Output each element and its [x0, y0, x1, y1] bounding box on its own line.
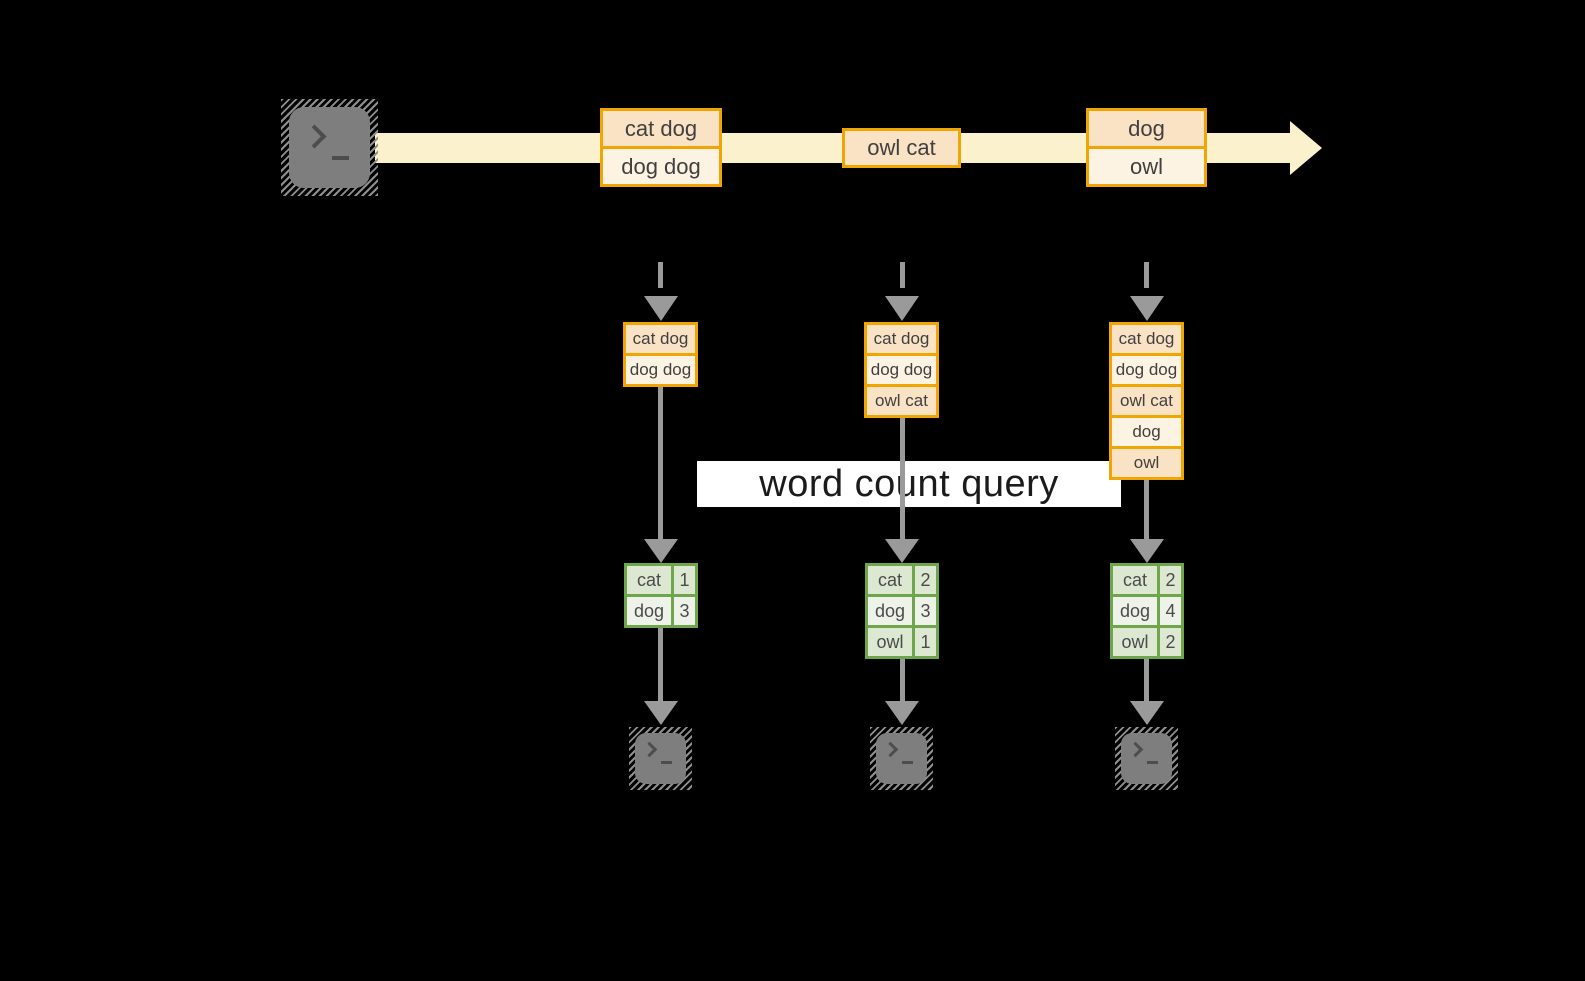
sink-terminal-3-icon: [1115, 727, 1178, 790]
count-value-cell: 2: [915, 566, 936, 594]
stream-batch-1: cat dog dog dog: [600, 108, 722, 187]
ingest-arrow-dash-1: [658, 262, 663, 288]
prompt-chevron-icon: [641, 741, 658, 758]
output-arrow-line-3: [1144, 659, 1149, 703]
count-table-3: cat 2 dog 4 owl 2: [1110, 563, 1184, 659]
count-table-1: cat 1 dog 3: [624, 563, 698, 628]
stream-timeline-arrowhead-icon: [1290, 121, 1322, 175]
prompt-cursor-icon: [1147, 761, 1158, 764]
prompt-cursor-icon: [332, 156, 349, 160]
count-word-cell: cat: [1113, 566, 1157, 594]
sink-terminal-2-icon: [870, 727, 933, 790]
count-value-cell: 2: [1160, 628, 1181, 656]
output-arrowhead-3-icon: [1130, 701, 1164, 725]
state-row: cat dog: [626, 325, 695, 353]
query-arrow-line-2: [900, 418, 905, 543]
stream-batch-2: owl cat: [842, 128, 961, 168]
count-word-cell: dog: [868, 597, 912, 625]
prompt-chevron-icon: [882, 741, 899, 758]
count-table-2: cat 2 dog 3 owl 1: [865, 563, 939, 659]
terminal-screen: [289, 107, 370, 188]
stream-batch-3: dog owl: [1086, 108, 1207, 187]
count-value-cell: 2: [1160, 566, 1181, 594]
count-word-cell: owl: [1113, 628, 1157, 656]
output-arrow-line-1: [658, 628, 663, 703]
state-row: dog dog: [867, 356, 936, 384]
stream-batch-row: dog dog: [603, 149, 719, 184]
terminal-screen: [635, 733, 686, 784]
query-arrowhead-2-icon: [885, 539, 919, 563]
state-row: dog dog: [1112, 356, 1181, 384]
input-state-3: cat dog dog dog owl cat dog owl: [1109, 322, 1184, 480]
count-word-cell: cat: [868, 566, 912, 594]
sink-terminal-1-icon: [629, 727, 692, 790]
terminal-screen: [1121, 733, 1172, 784]
count-value-cell: 3: [915, 597, 936, 625]
state-row: cat dog: [1112, 325, 1181, 353]
query-arrowhead-1-icon: [644, 539, 678, 563]
query-arrowhead-3-icon: [1130, 539, 1164, 563]
ingest-arrowhead-1-icon: [644, 296, 678, 321]
count-word-cell: owl: [868, 628, 912, 656]
count-value-cell: 4: [1160, 597, 1181, 625]
input-state-2: cat dog dog dog owl cat: [864, 322, 939, 418]
state-row: owl: [1112, 449, 1181, 477]
query-label: word count query: [759, 462, 1059, 505]
ingest-arrow-dash-3: [1144, 262, 1149, 288]
query-band: word count query: [697, 461, 1121, 507]
prompt-cursor-icon: [661, 761, 672, 764]
state-row: owl cat: [867, 387, 936, 415]
terminal-screen: [876, 733, 927, 784]
ingest-arrow-dash-2: [900, 262, 905, 288]
output-arrowhead-1-icon: [644, 701, 678, 725]
count-word-cell: cat: [627, 566, 671, 594]
stream-batch-row: owl: [1089, 149, 1204, 184]
count-value-cell: 1: [915, 628, 936, 656]
state-row: dog dog: [626, 356, 695, 384]
count-value-cell: 1: [674, 566, 695, 594]
count-value-cell: 3: [674, 597, 695, 625]
count-word-cell: dog: [627, 597, 671, 625]
stream-batch-row: cat dog: [603, 111, 719, 146]
state-row: owl cat: [1112, 387, 1181, 415]
ingest-arrowhead-2-icon: [885, 296, 919, 321]
count-word-cell: dog: [1113, 597, 1157, 625]
query-arrow-line-1: [658, 387, 663, 543]
query-arrow-line-3: [1144, 480, 1149, 543]
input-state-1: cat dog dog dog: [623, 322, 698, 387]
source-terminal-icon: [281, 99, 378, 196]
prompt-chevron-icon: [302, 124, 327, 149]
stream-batch-row: dog: [1089, 111, 1204, 146]
output-arrow-line-2: [900, 659, 905, 703]
prompt-cursor-icon: [902, 761, 913, 764]
prompt-chevron-icon: [1127, 741, 1144, 758]
state-row: dog: [1112, 418, 1181, 446]
ingest-arrowhead-3-icon: [1130, 296, 1164, 321]
stream-batch-row: owl cat: [845, 131, 958, 165]
state-row: cat dog: [867, 325, 936, 353]
output-arrowhead-2-icon: [885, 701, 919, 725]
